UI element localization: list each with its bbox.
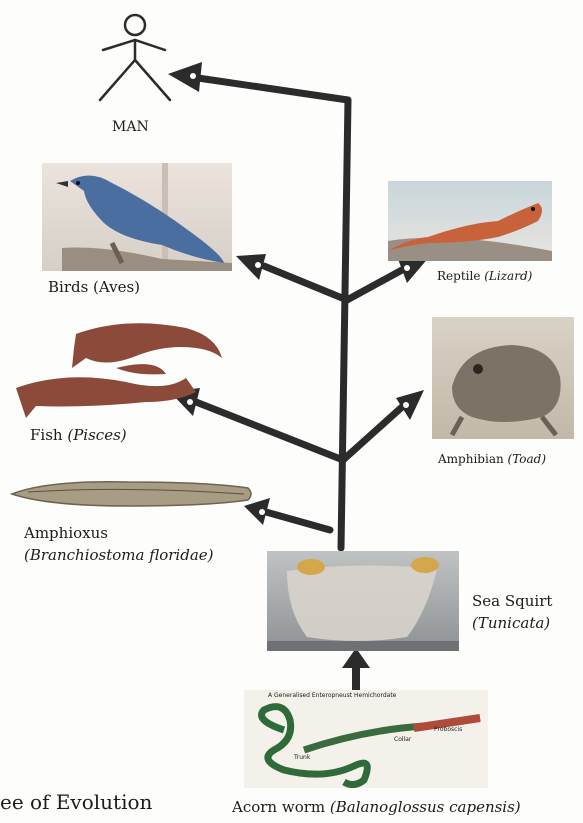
acorn-worm-label: Acorn worm (Balanoglossus capensis) [232,798,521,816]
man-label: MAN [112,118,149,136]
sea-squirt-sci-label: (Tunicata) [472,614,550,632]
fish-label: Fish (Pisces) [30,426,127,444]
acorn-worm-photo: A Generalised Enteropneust Hemichordate … [244,690,488,788]
bird-photo [42,163,232,271]
worm-collar-label: Collar [394,736,411,743]
amphioxus-label: Amphioxus [24,524,108,542]
amphibian-photo [432,317,574,439]
birds-label: Birds (Aves) [48,278,140,296]
worm-proboscis-label: Proboscis [434,726,462,733]
figure-title: ee of Evolution [0,790,152,814]
sea-squirt-photo [267,551,459,651]
amphioxus-sci-label: (Branchiostoma floridae) [24,546,214,564]
amphioxus-drawing [8,472,254,512]
reptile-photo [388,181,552,261]
amphibian-label: Amphibian (Toad) [438,450,546,468]
reptile-label: Reptile (Lizard) [437,267,532,285]
fish-drawing [16,318,226,418]
worm-trunk-label: Trunk [294,754,310,761]
sea-squirt-label: Sea Squirt [472,592,552,610]
